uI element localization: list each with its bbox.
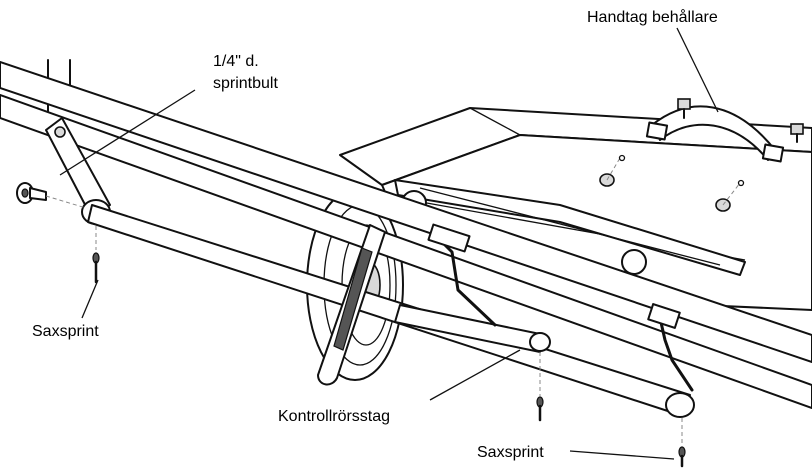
- leader-control-rod: [429, 349, 521, 401]
- leader-lines: [59, 27, 719, 460]
- linkage-rods: [427, 223, 694, 392]
- label-cotter-pin-bottom: Saxsprint: [477, 444, 544, 461]
- leader-cotter-bottom: [569, 450, 675, 460]
- bracket-bolt-left: [677, 98, 691, 119]
- label-control-rod: Kontrollrörsstag: [278, 408, 390, 425]
- label-cotter-pin-left: Saxsprint: [32, 323, 99, 340]
- label-handle-bracket: Handtag behållare: [587, 8, 718, 26]
- leader-clevis-pin: [59, 89, 196, 176]
- clevis-pin: [16, 182, 87, 209]
- cotter-pin-bottom: [678, 418, 686, 468]
- leader-handle-bracket: [676, 27, 719, 113]
- cotter-pin-middle: [536, 352, 544, 422]
- label-clevis-pin-line1: 1/4" d.: [213, 53, 259, 70]
- cotter-pin-left: [92, 226, 100, 284]
- container-handle-bracket: [645, 98, 804, 163]
- lower-lever: [317, 224, 386, 386]
- bracket-bolt-right: [790, 123, 804, 143]
- frame-tubes: [0, 61, 812, 409]
- leader-cotter-left: [81, 279, 99, 319]
- label-clevis-pin-line2: sprintbult: [213, 75, 278, 92]
- plate-knob-right: [621, 249, 647, 275]
